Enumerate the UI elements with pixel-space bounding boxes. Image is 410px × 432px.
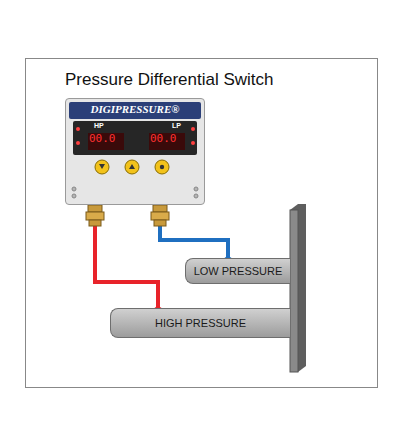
diagram-title: Pressure Differential Switch	[65, 70, 274, 90]
pipe-label: LOW PRESSURE	[194, 265, 283, 277]
display-readout: 00.0	[150, 133, 177, 144]
switch-housing: DIGIPRESSURE®	[65, 98, 205, 205]
hp-fitting	[86, 205, 104, 226]
lp-fitting	[151, 205, 169, 226]
display-readout: 00.0	[89, 133, 116, 144]
pipe: HIGH PRESSURE	[110, 308, 290, 338]
frame	[26, 59, 378, 388]
pipe: LOW PRESSURE	[185, 258, 290, 284]
wall-plate	[290, 204, 306, 372]
port-label: HP	[94, 122, 104, 129]
pipe-label: HIGH PRESSURE	[155, 317, 246, 329]
pressure-line	[160, 205, 228, 258]
port-label: LP	[172, 122, 181, 129]
brand-name: DIGIPRESSURE®	[66, 103, 204, 115]
